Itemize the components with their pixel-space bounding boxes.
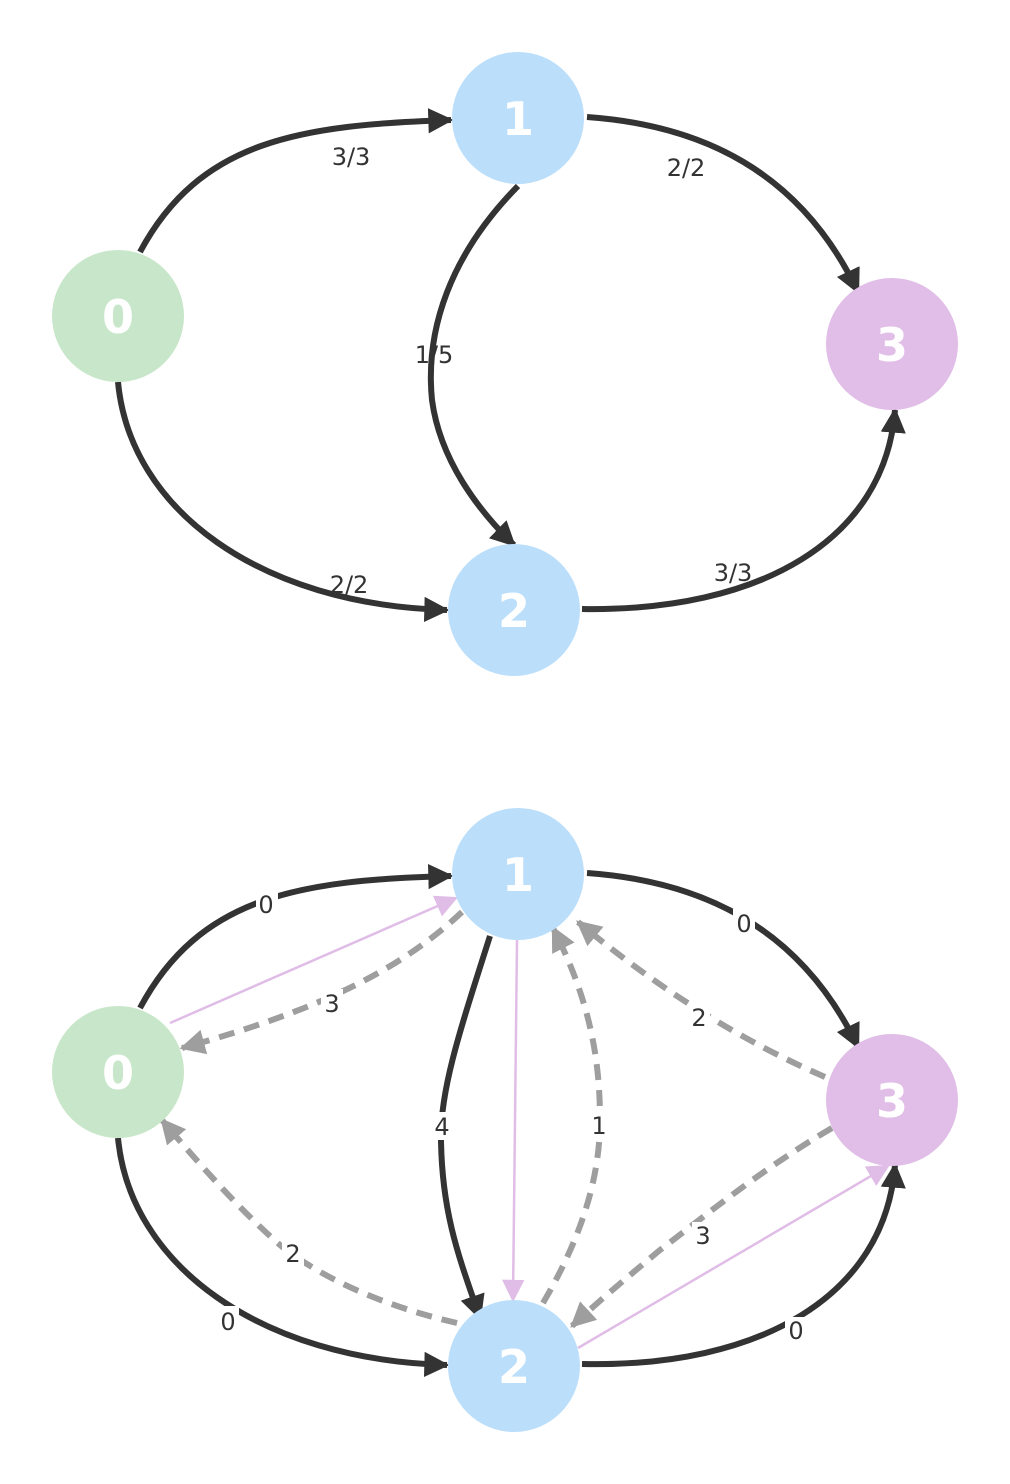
residual-backward-label-3-2: 3 — [695, 1222, 710, 1250]
flow-node-0: 0 — [52, 250, 184, 382]
residual-backward-label-1-0-group: 3 — [321, 989, 343, 1018]
residual-backward-label-3-2-group: 3 — [692, 1222, 714, 1250]
residual-forward-label-1-2: 4 — [434, 1113, 449, 1141]
residual-path-edge-2-3 — [577, 1164, 890, 1350]
flow-edge-2-3 — [581, 407, 906, 613]
residual-forward-label-2-3: 0 — [788, 1317, 803, 1345]
residual-backward-edge-3-2 — [569, 1125, 834, 1329]
flow-node-3: 3 — [826, 278, 958, 410]
residual-backward-edge-2-0 — [159, 1118, 458, 1326]
flow-node-label-2: 2 — [498, 584, 530, 638]
residual-backward-label-3-1: 2 — [691, 1004, 706, 1032]
residual-backward-edge-3-1 — [576, 919, 827, 1080]
flow-edge-1-3 — [586, 114, 861, 295]
residual-forward-label-1-3-group: 0 — [733, 909, 755, 938]
residual-forward-label-0-1-group: 0 — [256, 890, 278, 919]
flow-graph: 3/3 2/2 1/5 2/2 3/3 0 1 2 3 — [52, 52, 958, 676]
residual-forward-edge-0-1 — [137, 864, 454, 1010]
flow-edge-0-2 — [115, 381, 450, 622]
flow-node-2: 2 — [448, 544, 580, 676]
flow-edge-label-0-2: 2/2 — [330, 571, 369, 599]
flow-node-label-0: 0 — [102, 290, 134, 344]
residual-forward-label-0-2: 0 — [220, 1308, 235, 1336]
residual-node-1: 1 — [452, 808, 584, 940]
residual-node-label-3: 3 — [876, 1074, 908, 1128]
residual-backward-label-2-1: 1 — [591, 1112, 606, 1140]
residual-node-2: 2 — [448, 1300, 580, 1432]
residual-forward-edge-0-2 — [115, 1137, 450, 1377]
residual-node-label-0: 0 — [102, 1046, 134, 1100]
residual-backward-label-2-0-group: 2 — [282, 1240, 304, 1268]
residual-backward-label-3-1-group: 2 — [688, 1004, 710, 1032]
flow-node-1: 1 — [452, 52, 584, 184]
flow-edge-0-1 — [137, 108, 454, 254]
residual-forward-label-0-1: 0 — [258, 891, 273, 919]
residual-forward-label-0-2-group: 0 — [217, 1306, 239, 1336]
residual-node-3: 3 — [826, 1034, 958, 1166]
residual-forward-label-2-3-group: 0 — [785, 1317, 807, 1345]
flow-edge-label-1-2: 1/5 — [415, 341, 454, 369]
residual-forward-label-1-3: 0 — [736, 910, 751, 938]
residual-graph: 0 0 4 0 0 3 2 1 — [52, 808, 958, 1432]
flow-edge-label-0-1: 3/3 — [332, 143, 371, 171]
residual-node-0: 0 — [52, 1006, 184, 1138]
flow-edge-1-2 — [427, 183, 521, 548]
residual-backward-label-1-0: 3 — [324, 990, 339, 1018]
residual-backward-label-2-0: 2 — [285, 1240, 300, 1268]
flow-node-label-1: 1 — [502, 92, 534, 146]
flow-node-label-3: 3 — [876, 318, 908, 372]
flow-edge-label-2-3: 3/3 — [714, 559, 753, 587]
residual-path-edge-0-1 — [169, 895, 459, 1025]
residual-node-label-2: 2 — [498, 1340, 530, 1394]
residual-path-edge-1-2 — [501, 939, 525, 1303]
residual-forward-edge-1-3 — [586, 870, 861, 1050]
residual-forward-edge-2-3 — [581, 1162, 906, 1368]
residual-node-label-1: 1 — [502, 848, 534, 902]
flow-edge-label-1-3: 2/2 — [667, 154, 706, 182]
residual-forward-label-1-2-group: 4 — [431, 1112, 453, 1141]
residual-backward-label-2-1-group: 1 — [588, 1111, 610, 1140]
residual-backward-edge-1-0 — [179, 909, 465, 1055]
